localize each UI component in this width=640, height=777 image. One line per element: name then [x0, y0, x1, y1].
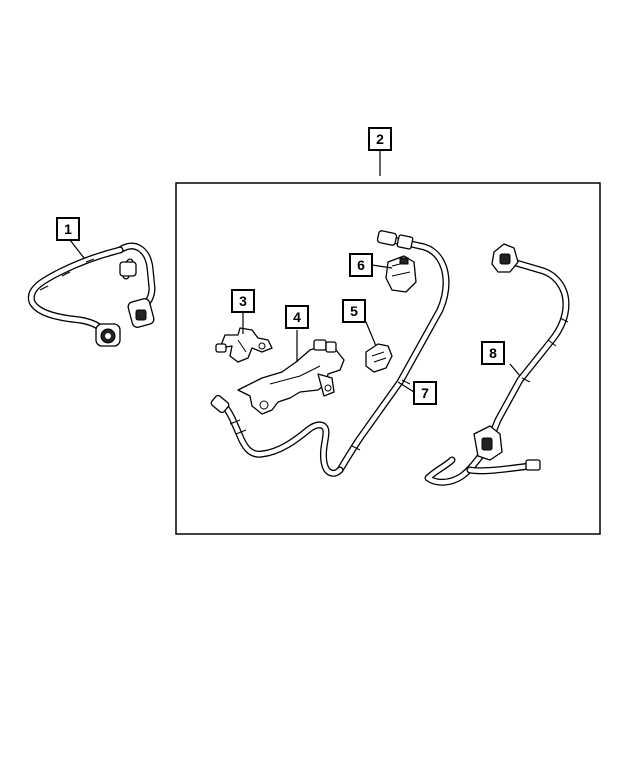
- callout-6-label: 6: [357, 257, 365, 273]
- callout-5: 5: [342, 299, 366, 323]
- callout-4: 4: [285, 305, 309, 329]
- callout-5-label: 5: [350, 303, 358, 319]
- callout-2: 2: [368, 127, 392, 151]
- callout-3-label: 3: [239, 293, 247, 309]
- callout-7-label: 7: [421, 385, 429, 401]
- part-7-hose[interactable]: [210, 230, 450, 477]
- part-6-sensor[interactable]: [385, 255, 417, 293]
- part-8-hose-assembly[interactable]: [424, 243, 570, 486]
- callout-3: 3: [231, 289, 255, 313]
- callout-2-label: 2: [376, 131, 384, 147]
- callout-8: 8: [481, 341, 505, 365]
- callout-8-label: 8: [489, 345, 497, 361]
- part-4-mounting-bracket[interactable]: [237, 339, 345, 415]
- callout-1: 1: [56, 217, 80, 241]
- callout-4-label: 4: [293, 309, 301, 325]
- callout-6: 6: [349, 253, 373, 277]
- leader-lines: [69, 150, 521, 393]
- part-5-clip[interactable]: [365, 343, 393, 373]
- part-3-bracket[interactable]: [215, 327, 273, 363]
- callout-7: 7: [413, 381, 437, 405]
- callout-1-label: 1: [64, 221, 72, 237]
- kit-frame: [175, 182, 601, 535]
- part-1-hose-assembly[interactable]: [27, 242, 156, 347]
